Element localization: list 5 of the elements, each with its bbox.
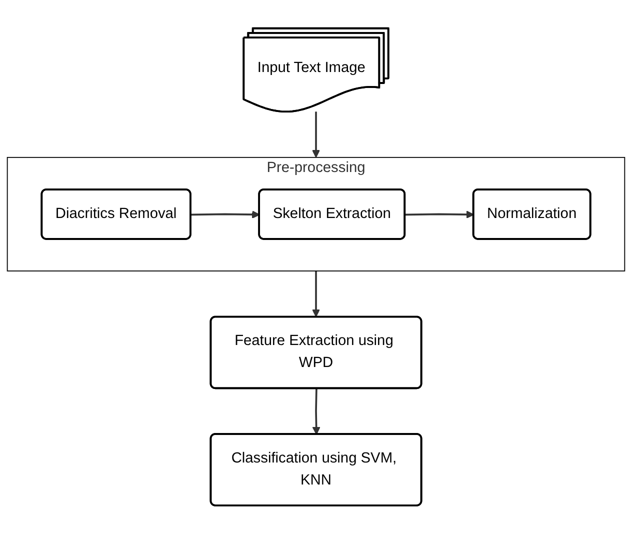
arrow: [190, 210, 260, 218]
arrow: [312, 111, 320, 158]
arrow: [312, 388, 320, 434]
arrow: [405, 210, 474, 218]
arrow: [312, 270, 320, 317]
